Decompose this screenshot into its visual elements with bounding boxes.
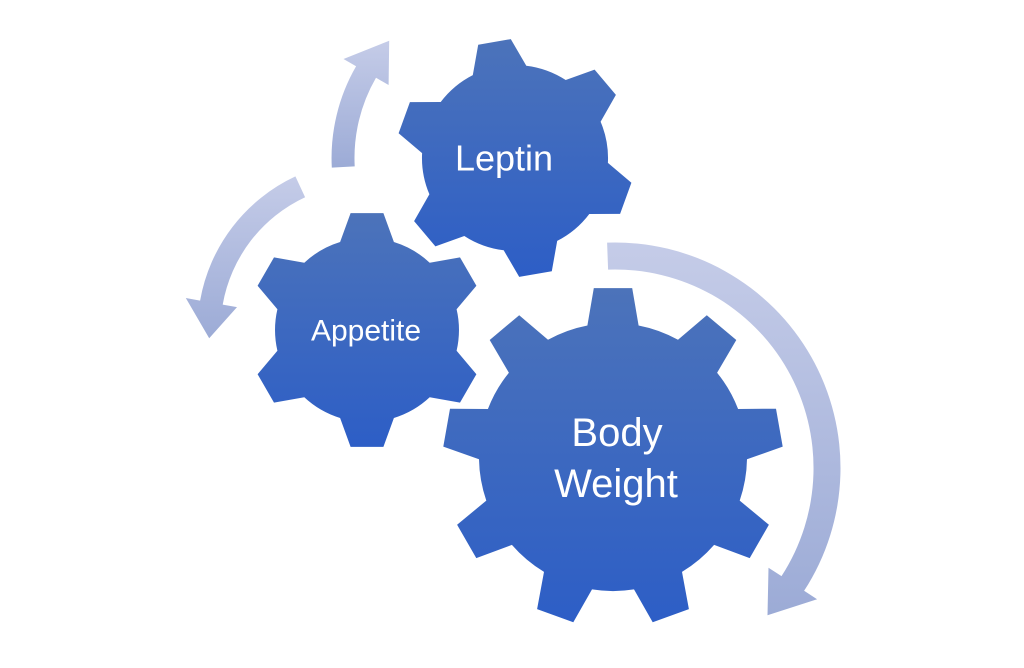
gear-appetite-label: Appetite xyxy=(311,315,421,348)
curved-arrow-leptin-icon xyxy=(331,40,390,168)
gear-body-weight-label-line1: Body xyxy=(571,411,662,455)
gear-leptin-shape xyxy=(398,39,632,277)
curved-arrow-appetite-icon xyxy=(185,176,306,339)
gear-body-weight: Body Weight xyxy=(443,288,783,623)
gear-leptin: Leptin xyxy=(398,39,632,277)
gear-appetite: Appetite xyxy=(257,213,477,447)
gear-leptin-label: Leptin xyxy=(455,138,553,179)
gear-appetite-shape xyxy=(257,213,477,447)
curved-arrow-body-weight-icon xyxy=(607,242,841,616)
gear-body-weight-shape xyxy=(443,288,783,623)
gear-body-weight-label-line2: Weight xyxy=(554,462,678,506)
